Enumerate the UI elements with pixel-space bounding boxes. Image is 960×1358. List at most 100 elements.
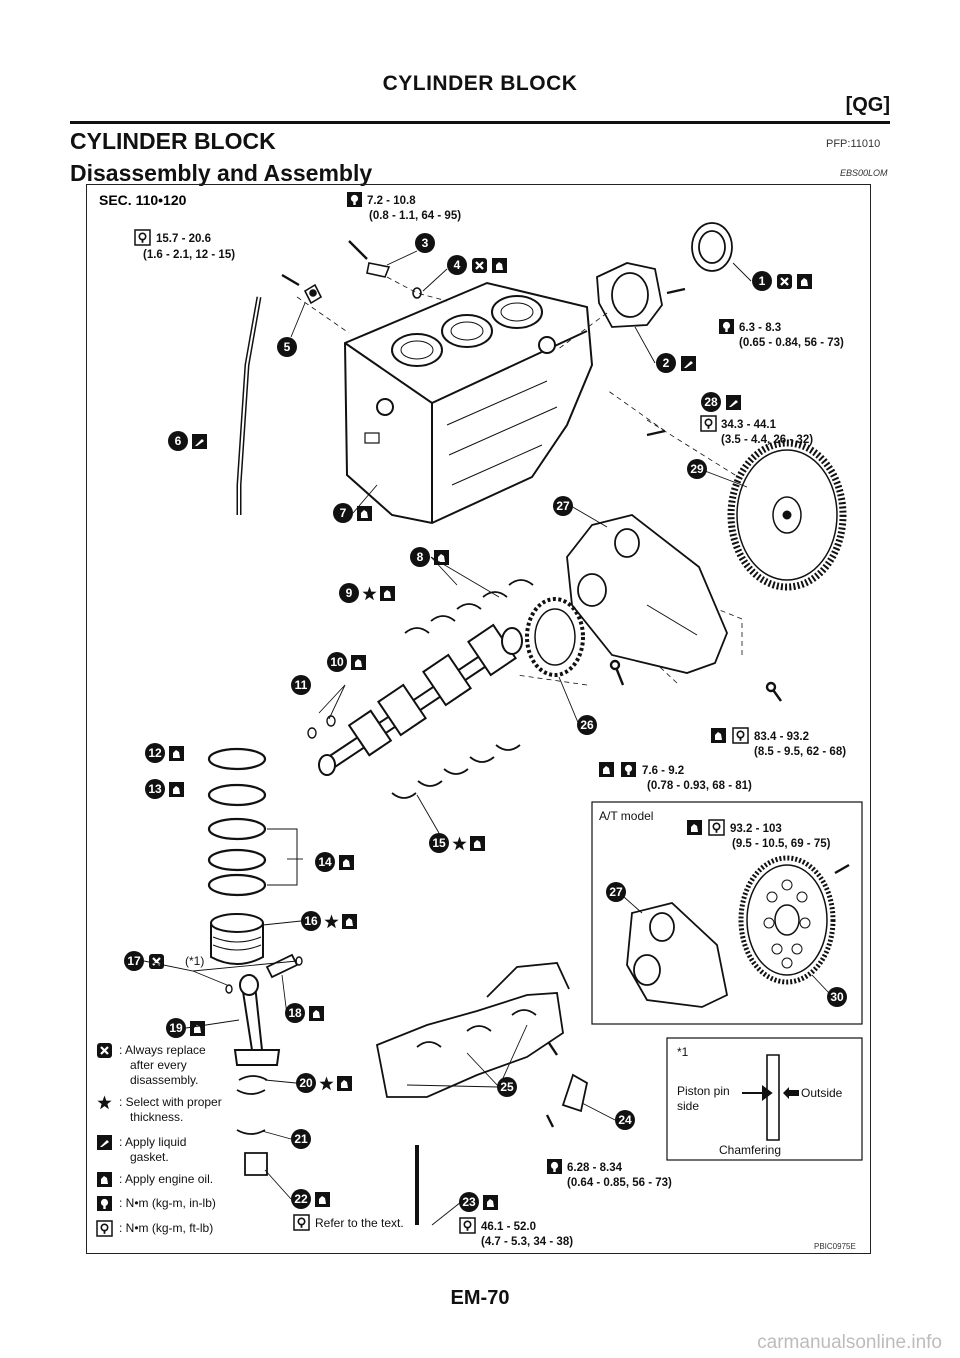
callout-29: 29 bbox=[687, 459, 707, 479]
svg-text:21: 21 bbox=[294, 1132, 308, 1146]
callout-11: 11 bbox=[291, 675, 311, 695]
crankshaft bbox=[318, 623, 523, 776]
legend-item: : N•m (kg-m, in-lb) bbox=[97, 1196, 216, 1211]
cylinder-block bbox=[343, 281, 594, 525]
svg-text:13: 13 bbox=[148, 782, 162, 796]
svg-text:14: 14 bbox=[318, 855, 332, 869]
svg-text:3: 3 bbox=[422, 236, 429, 250]
svg-text:4: 4 bbox=[454, 258, 461, 272]
callout-22: 22 bbox=[291, 1189, 330, 1209]
legend-item: : Apply liquid gasket. bbox=[97, 1135, 186, 1164]
svg-text:17: 17 bbox=[127, 954, 141, 968]
svg-text:10: 10 bbox=[330, 655, 344, 669]
svg-text:thickness.: thickness. bbox=[130, 1110, 183, 1124]
torque-label: 34.3 - 44.1 (3.5 - 4.4, 26 - 32) bbox=[700, 415, 813, 446]
refer-note: Refer to the text. bbox=[293, 1214, 404, 1231]
callout-27: 27 bbox=[553, 496, 573, 516]
rod-bearings bbox=[236, 1075, 268, 1176]
svg-text:: N•m (kg-m, in-lb): : N•m (kg-m, in-lb) bbox=[119, 1196, 216, 1210]
dipstick-tube bbox=[236, 296, 262, 515]
callout-12: 12 bbox=[145, 743, 184, 763]
flywheel bbox=[727, 439, 847, 591]
upper-main-bearings bbox=[404, 579, 534, 634]
svg-text:20: 20 bbox=[299, 1076, 313, 1090]
svg-text:26: 26 bbox=[580, 718, 594, 732]
svg-text:(0.64 - 0.85, 56 - 73): (0.64 - 0.85, 56 - 73) bbox=[567, 1177, 672, 1189]
callout-24: 24 bbox=[615, 1110, 635, 1130]
at-rear-plate bbox=[626, 902, 729, 1008]
svg-text:93.2 - 103: 93.2 - 103 bbox=[730, 823, 782, 835]
svg-text:22: 22 bbox=[294, 1192, 308, 1206]
svg-text:7: 7 bbox=[340, 506, 347, 520]
subsection-title: Disassembly and Assembly bbox=[70, 160, 373, 186]
svg-text:19: 19 bbox=[169, 1021, 183, 1035]
svg-text:29: 29 bbox=[690, 462, 704, 476]
svg-text:(9.5 - 10.5, 69 - 75): (9.5 - 10.5, 69 - 75) bbox=[732, 838, 831, 850]
svg-text:6.28 - 8.34: 6.28 - 8.34 bbox=[567, 1162, 623, 1174]
svg-text:6.3 - 8.3: 6.3 - 8.3 bbox=[739, 322, 781, 334]
svg-text:after every: after every bbox=[130, 1058, 187, 1072]
callout-3: 3 bbox=[415, 233, 435, 253]
svg-text:: N•m (kg-m, ft-lb): : N•m (kg-m, ft-lb) bbox=[119, 1221, 213, 1235]
callout-25: 25 bbox=[497, 1077, 517, 1097]
svg-text:15: 15 bbox=[432, 836, 446, 850]
main-bearing-caps bbox=[375, 962, 570, 1098]
svg-text:9: 9 bbox=[346, 586, 353, 600]
connecting-rod bbox=[233, 974, 281, 1066]
callout-14: 14 bbox=[315, 852, 354, 872]
svg-text:gasket.: gasket. bbox=[130, 1150, 169, 1164]
rear-oil-seal bbox=[691, 222, 733, 272]
svg-text:5: 5 bbox=[284, 340, 291, 354]
callout-26: 26 bbox=[577, 715, 597, 735]
torque-label: 7.6 - 9.2 (0.78 - 0.93, 68 - 81) bbox=[599, 762, 752, 792]
watermark: carmanualsonline.info bbox=[757, 1332, 942, 1353]
svg-text:(0.8 - 1.1, 64 - 95): (0.8 - 1.1, 64 - 95) bbox=[369, 210, 461, 222]
callout-27-at: 27 bbox=[606, 882, 626, 902]
piston-note-label: *1 bbox=[677, 1045, 689, 1059]
section-title: CYLINDER BLOCK bbox=[70, 128, 276, 154]
svg-text:46.1 - 52.0: 46.1 - 52.0 bbox=[481, 1221, 536, 1233]
signal-plate bbox=[525, 597, 585, 677]
callout-30: 30 bbox=[827, 987, 847, 1007]
page-header-code: [QG] bbox=[845, 94, 890, 116]
svg-text:30: 30 bbox=[830, 990, 844, 1004]
svg-text:7.2 - 10.8: 7.2 - 10.8 bbox=[367, 195, 416, 207]
callout-15: 15 bbox=[429, 833, 485, 853]
callout-6: 6 bbox=[168, 431, 207, 451]
svg-text:: Apply engine oil.: : Apply engine oil. bbox=[119, 1172, 213, 1186]
torque-label: 46.1 - 52.0 (4.7 - 5.3, 34 - 38) bbox=[459, 1217, 573, 1248]
callout-10: 10 bbox=[327, 652, 366, 672]
callout-28: 28 bbox=[701, 392, 741, 412]
piston-pin-side-label: Piston pin bbox=[677, 1084, 730, 1098]
svg-text:15.7 - 20.6: 15.7 - 20.6 bbox=[156, 233, 211, 245]
svg-text:83.4 - 93.2: 83.4 - 93.2 bbox=[754, 731, 809, 743]
star-note: (*1) bbox=[185, 954, 204, 968]
svg-text:6: 6 bbox=[175, 434, 182, 448]
callout-4: 4 bbox=[447, 255, 507, 275]
torque-label: 93.2 - 103 (9.5 - 10.5, 69 - 75) bbox=[687, 819, 831, 850]
svg-text:28: 28 bbox=[704, 395, 718, 409]
svg-text:8: 8 bbox=[417, 550, 424, 564]
snap-ring-left bbox=[225, 984, 233, 994]
svg-text:1: 1 bbox=[759, 274, 766, 288]
svg-text:: Select with proper: : Select with proper bbox=[119, 1095, 222, 1109]
callout-19: 19 bbox=[166, 1018, 205, 1038]
svg-text:34.3 - 44.1: 34.3 - 44.1 bbox=[721, 419, 777, 431]
svg-text:(0.65 - 0.84, 56 - 73): (0.65 - 0.84, 56 - 73) bbox=[739, 337, 844, 349]
svg-text:27: 27 bbox=[556, 499, 570, 513]
svg-text:24: 24 bbox=[618, 1113, 632, 1127]
baffle-plate bbox=[561, 1073, 589, 1113]
page-header-title: CYLINDER BLOCK bbox=[382, 72, 578, 95]
subsection-ref-code: EBS00LOM bbox=[840, 168, 888, 178]
torque-label: 15.7 - 20.6 (1.6 - 2.1, 12 - 15) bbox=[134, 229, 235, 261]
rear-seal-retainer bbox=[596, 262, 686, 328]
page-number: EM-70 bbox=[450, 1287, 510, 1309]
callout-2: 2 bbox=[656, 353, 696, 373]
arrow-left-icon bbox=[742, 1085, 773, 1101]
svg-text:2: 2 bbox=[663, 356, 670, 370]
bolts bbox=[415, 659, 782, 1225]
svg-text:16: 16 bbox=[304, 914, 318, 928]
torque-label: 7.2 - 10.8 (0.8 - 1.1, 64 - 95) bbox=[347, 192, 461, 222]
section-pfp-code: PFP:11010 bbox=[826, 138, 881, 150]
lower-main-bearings bbox=[391, 744, 521, 799]
